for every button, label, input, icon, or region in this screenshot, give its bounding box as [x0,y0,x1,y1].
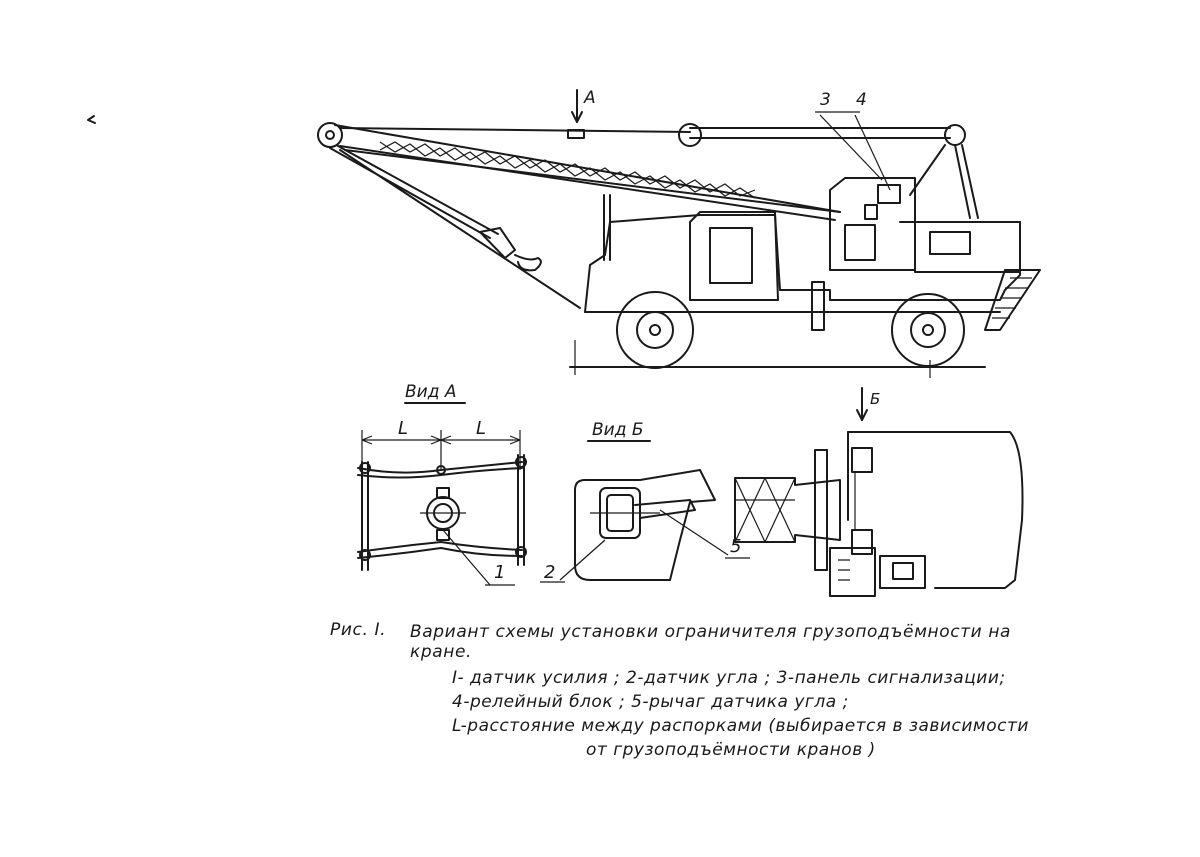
leader-5 [659,509,729,556]
view-b-title: Вид Б [592,420,644,440]
cab-window [709,227,753,284]
boom-heel-outline [574,469,716,581]
leader-4 [854,114,891,191]
dimension-l-left: L [398,418,409,439]
counterweight [984,269,1041,331]
legend-line1: I- датчик усилия ; 2-датчик угла ; 3-пан… [452,668,1006,688]
engine-housing [914,221,1021,273]
legend-line3: L-расстояние между распорками (выбираетс… [452,716,1029,736]
callout-3: 3 [820,90,831,110]
detail-right [734,387,1024,597]
leader-2 [559,539,606,581]
figure-title-line2: кране. [410,642,473,662]
stray-mark [87,115,96,124]
view-b [540,440,750,583]
pin-upper [851,447,873,473]
arrow-a-label: А [584,88,596,108]
spreader-top [357,461,523,474]
callout-4: 4 [856,90,867,110]
dimension-l-right: L [476,418,487,439]
mast-top-pulley [944,124,966,146]
leader-1 [442,529,491,586]
boom-upper-chord [334,124,841,213]
crane-side-view [317,89,1041,378]
rear-wheel [891,293,965,367]
pin-lower [851,529,873,555]
relay-block [864,204,878,220]
rope-pulley-middle [678,123,702,147]
cabin-outline [847,431,1024,589]
signal-panel [877,184,901,204]
boom-lattice [379,141,756,197]
legend-line2: 4-релейный блок ; 5-рычаг датчика угла ; [452,692,849,712]
leader-3 [819,114,883,181]
mast-strut [954,144,971,219]
view-a-title: Вид А [405,382,457,402]
boom-lower-chord [339,145,836,221]
boom-stub [734,477,841,543]
callout-1: 1 [494,562,506,583]
force-sensor-on-boom [567,129,585,139]
figure-label: Рис. I. [330,620,387,640]
truck-chassis [584,214,1021,313]
hook-rope [329,147,491,239]
view-a [357,402,527,586]
angle-sensor-lever [634,499,696,519]
truck-cab [689,211,779,301]
outrigger [811,281,825,331]
spreader-bottom [357,541,523,553]
boom-hoist-rope [339,127,691,133]
legend-line4: от грузоподъёмности кранов ) [586,740,876,760]
relay-box [829,547,876,597]
callout-5: 5 [730,536,742,557]
hook [514,254,542,272]
front-wheel [616,291,694,369]
arrow-b-label: Б [870,390,881,408]
callout-2: 2 [544,562,556,583]
hook-block [479,227,516,259]
figure-title-line1: Вариант схемы установки ограничителя гру… [410,622,1012,642]
